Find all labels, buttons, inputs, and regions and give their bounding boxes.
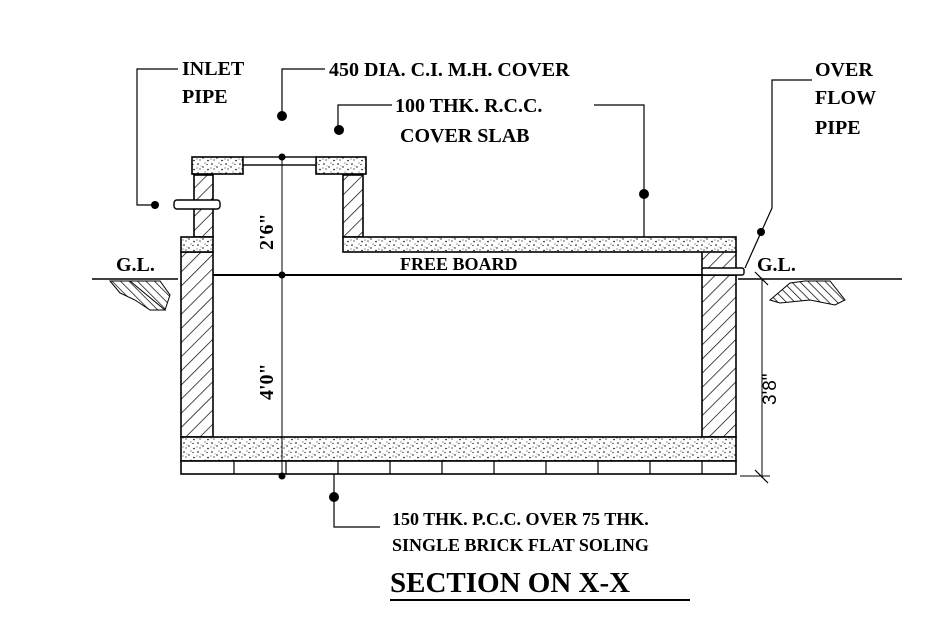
label-overflow-line3: PIPE bbox=[815, 117, 861, 139]
label-overflow-line1: OVER bbox=[815, 59, 873, 81]
label-inlet-line2: PIPE bbox=[182, 86, 228, 108]
dimension-vertical-left bbox=[278, 153, 286, 480]
label-free-board: FREE BOARD bbox=[400, 254, 518, 274]
ground-left bbox=[92, 278, 178, 311]
label-base-line1: 150 THK. P.C.C. OVER 75 THK. bbox=[392, 509, 649, 529]
label-cover-slab-line1: 100 THK. R.C.C. bbox=[395, 95, 542, 117]
leader-overflow bbox=[744, 79, 812, 269]
dimension-upper: 2'6" bbox=[256, 213, 278, 250]
slab-left-gl bbox=[180, 236, 214, 253]
dimension-vertical-right bbox=[740, 271, 770, 484]
overflow-pipe bbox=[701, 267, 745, 276]
drawing-title: SECTION ON X-X bbox=[390, 567, 630, 599]
leader-manhole bbox=[277, 68, 325, 121]
inlet-pipe bbox=[173, 199, 221, 210]
base-pcc bbox=[180, 436, 737, 462]
top-slab-left bbox=[191, 156, 244, 175]
dimension-right: 3'8" bbox=[760, 373, 781, 405]
label-cover-slab-line2: COVER SLAB bbox=[400, 125, 529, 147]
dimension-lower: 4'0" bbox=[256, 363, 278, 400]
upper-right-wall bbox=[342, 174, 364, 238]
leader-cover-slab bbox=[334, 104, 649, 237]
label-inlet-line1: INLET bbox=[182, 58, 245, 80]
label-overflow-line2: FLOW bbox=[815, 87, 876, 109]
label-manhole-cover: 450 DIA. C.I. M.H. COVER bbox=[329, 59, 570, 81]
leader-inlet bbox=[136, 68, 178, 209]
ground-right bbox=[738, 278, 902, 306]
label-gl-right: G.L. bbox=[757, 254, 796, 276]
main-cover-slab bbox=[342, 236, 737, 253]
label-base-line2: SINGLE BRICK FLAT SOLING bbox=[392, 535, 649, 555]
top-slab-right bbox=[315, 156, 367, 175]
right-wall bbox=[701, 274, 737, 438]
brick-soling bbox=[180, 460, 737, 475]
left-wall bbox=[180, 251, 214, 438]
label-gl-left: G.L. bbox=[116, 254, 155, 276]
leader-base bbox=[329, 474, 380, 528]
